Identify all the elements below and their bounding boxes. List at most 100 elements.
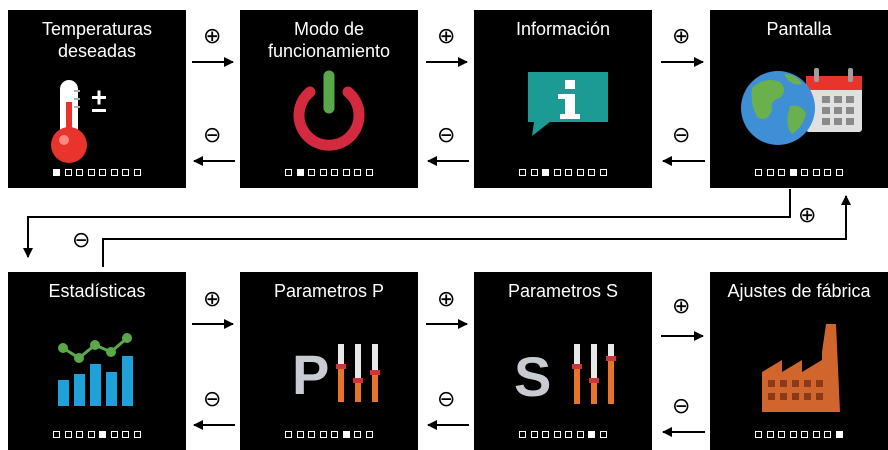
screen-estadisticas: Estadísticas	[8, 272, 186, 450]
info-speech-bubble-icon	[528, 72, 608, 136]
page-dot	[778, 169, 786, 176]
minus-symbol: ⊖	[203, 123, 222, 148]
svg-text:S: S	[514, 345, 551, 408]
p-sliders-icon: P	[292, 343, 380, 406]
page-dot	[308, 431, 316, 438]
screen-temperaturas-deseadas: Temperaturas deseadas	[8, 10, 186, 188]
page-dot-active	[342, 431, 350, 438]
plus-symbol: ⊕	[672, 294, 691, 319]
wrap-next-arrow	[23, 189, 791, 258]
page-dot	[789, 431, 797, 438]
page-dot	[134, 169, 142, 176]
page-dot	[824, 169, 832, 176]
plus-symbol: ⊕	[437, 287, 456, 312]
screen-title: Ajustes de fábrica	[727, 281, 871, 301]
page-dot	[530, 169, 538, 176]
page-dot	[542, 431, 550, 438]
page-dot	[122, 431, 130, 438]
minus-symbol: ⊖	[203, 387, 222, 412]
page-indicator	[8, 169, 186, 176]
page-dot	[342, 169, 350, 176]
page-dot	[366, 431, 374, 438]
screen-title: Parametros S	[507, 281, 619, 301]
page-dot-active	[296, 169, 304, 176]
bar-line-chart-icon	[58, 333, 133, 406]
screen-title: Pantalla	[766, 19, 832, 39]
wrap-prev-arrow	[102, 195, 851, 267]
page-dot	[565, 169, 573, 176]
page-dot	[52, 431, 60, 438]
minus-symbol: ⊖	[72, 228, 91, 253]
globe-calendar-icon	[741, 68, 862, 145]
page-dot	[836, 169, 844, 176]
page-dot	[99, 169, 107, 176]
plus-symbol: ⊕	[437, 24, 456, 49]
svg-text:P: P	[292, 343, 329, 406]
page-dot	[64, 431, 72, 438]
page-dot	[801, 169, 809, 176]
page-indicator	[474, 169, 652, 176]
page-dot	[600, 169, 608, 176]
page-dot	[284, 169, 292, 176]
page-dot	[87, 431, 95, 438]
page-dot	[754, 431, 762, 438]
page-dot	[64, 169, 72, 176]
page-dot	[308, 169, 316, 176]
screen-modo-de-funcionamiento: Modo de funcionamiento	[240, 10, 418, 188]
page-dot	[588, 169, 596, 176]
page-dot	[553, 169, 561, 176]
page-dot	[366, 169, 374, 176]
page-dot	[778, 431, 786, 438]
page-dot	[824, 431, 832, 438]
screen-informacion: Información	[474, 10, 652, 188]
s-sliders-icon: S	[514, 344, 616, 408]
page-dot	[122, 169, 130, 176]
page-indicator	[240, 169, 418, 176]
page-dot	[518, 431, 526, 438]
plus-symbol: ⊕	[798, 203, 817, 228]
page-dot	[576, 169, 584, 176]
page-dot	[76, 169, 84, 176]
page-dot	[319, 431, 327, 438]
screen-pantalla: Pantalla	[710, 10, 888, 188]
page-dot	[110, 169, 118, 176]
page-dot	[331, 431, 339, 438]
factory-icon	[762, 324, 840, 412]
page-dot	[565, 431, 573, 438]
screen-ajustes-de-fabrica: Ajustes de fábrica	[710, 272, 888, 450]
page-dot	[319, 169, 327, 176]
screen-title: Temperaturas deseadas	[41, 19, 153, 61]
screen-title: Estadísticas	[48, 281, 146, 301]
page-dot	[766, 431, 774, 438]
page-dot-active	[542, 169, 550, 176]
screen-title: Modo de funcionamiento	[267, 19, 391, 61]
page-dot-active	[588, 431, 596, 438]
page-indicator	[240, 431, 418, 438]
page-dot	[284, 431, 292, 438]
page-dot-active	[789, 169, 797, 176]
plus-symbol: ⊕	[203, 287, 222, 312]
plus-symbol: ⊕	[672, 24, 691, 49]
page-dot-active	[99, 431, 107, 438]
page-dot	[553, 431, 561, 438]
page-dot-active	[52, 169, 60, 176]
minus-symbol: ⊖	[437, 387, 456, 412]
page-indicator	[8, 431, 186, 438]
power-icon	[293, 70, 365, 151]
page-dot	[530, 431, 538, 438]
screen-title: Parametros P	[273, 281, 385, 301]
page-dot	[87, 169, 95, 176]
page-dot	[801, 431, 809, 438]
minus-symbol: ⊖	[672, 394, 691, 419]
screen-title: Información	[515, 19, 611, 39]
screen-parametros-p: Parametros P P	[240, 272, 418, 450]
page-dot	[812, 431, 820, 438]
page-indicator	[710, 169, 888, 176]
screen-parametros-s: Parametros S S	[474, 272, 652, 450]
page-dot	[76, 431, 84, 438]
page-dot	[331, 169, 339, 176]
page-dot	[354, 431, 362, 438]
page-dot	[576, 431, 584, 438]
page-dot	[812, 169, 820, 176]
